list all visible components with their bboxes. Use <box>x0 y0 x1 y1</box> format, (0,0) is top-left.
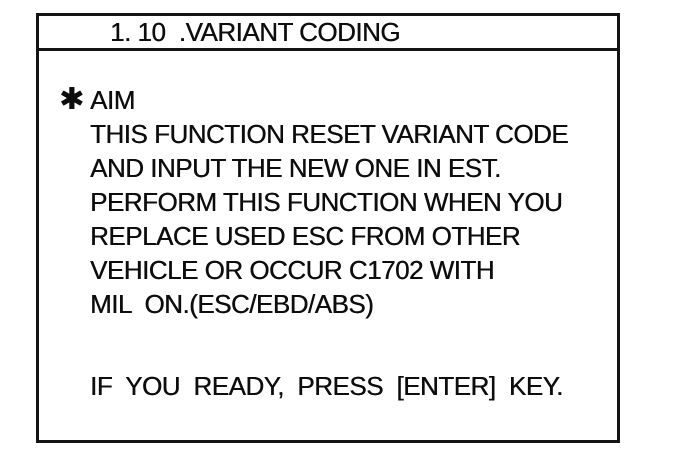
screen-header: 1. 10 .VARIANT CODING <box>39 16 617 51</box>
variant-coding-screen: 1. 10 .VARIANT CODING ✱ AIM THIS FUNCTIO… <box>36 13 620 443</box>
screen-title: 1. 10 .VARIANT CODING <box>110 17 401 47</box>
aim-heading: AIM <box>90 85 135 115</box>
description-line: VEHICLE OR OCCUR C1702 WITH <box>90 255 495 285</box>
description-line: AND INPUT THE NEW ONE IN EST. <box>90 153 501 183</box>
enter-key-prompt: IF YOU READY, PRESS [ENTER] KEY. <box>90 371 563 401</box>
screen-body: ✱ AIM THIS FUNCTION RESET VARIANT CODE A… <box>39 51 617 403</box>
description-line: MIL ON.(ESC/EBD/ABS) <box>90 289 374 319</box>
description-line: REPLACE USED ESC FROM OTHER <box>90 221 521 251</box>
description-line: PERFORM THIS FUNCTION WHEN YOU <box>90 187 563 217</box>
asterisk-icon: ✱ <box>59 83 85 116</box>
description-line: THIS FUNCTION RESET VARIANT CODE <box>90 119 569 149</box>
